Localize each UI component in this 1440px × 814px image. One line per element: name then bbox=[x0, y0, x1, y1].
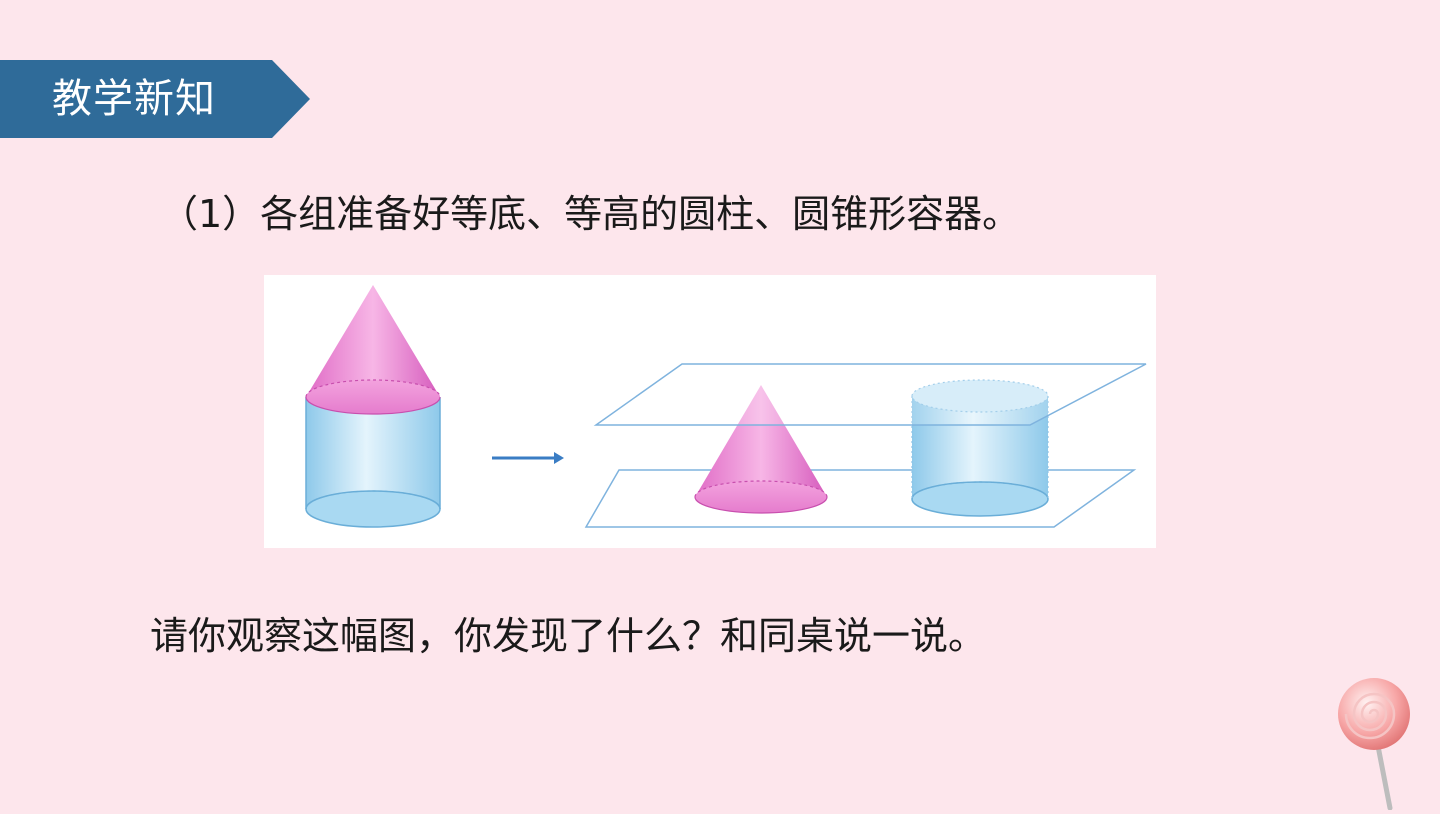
step-instruction: （1）各组准备好等底、等高的圆柱、圆锥形容器。 bbox=[160, 192, 1021, 236]
section-banner: 教学新知 bbox=[0, 60, 310, 138]
top-plane bbox=[593, 363, 1147, 426]
banner-shape bbox=[0, 60, 310, 138]
lollipop-icon bbox=[1326, 676, 1426, 811]
cylinder-icon bbox=[911, 379, 1049, 517]
discussion-question: 请你观察这幅图，你发现了什么？和同桌说一说。 bbox=[150, 614, 987, 658]
cone-icon bbox=[694, 385, 828, 514]
stacked-cone-cylinder-icon bbox=[305, 285, 441, 528]
arrow-right-icon bbox=[492, 452, 564, 464]
bottom-plane bbox=[584, 469, 1137, 528]
cone-cylinder-figure bbox=[264, 275, 1156, 548]
section-title: 教学新知 bbox=[52, 76, 216, 122]
